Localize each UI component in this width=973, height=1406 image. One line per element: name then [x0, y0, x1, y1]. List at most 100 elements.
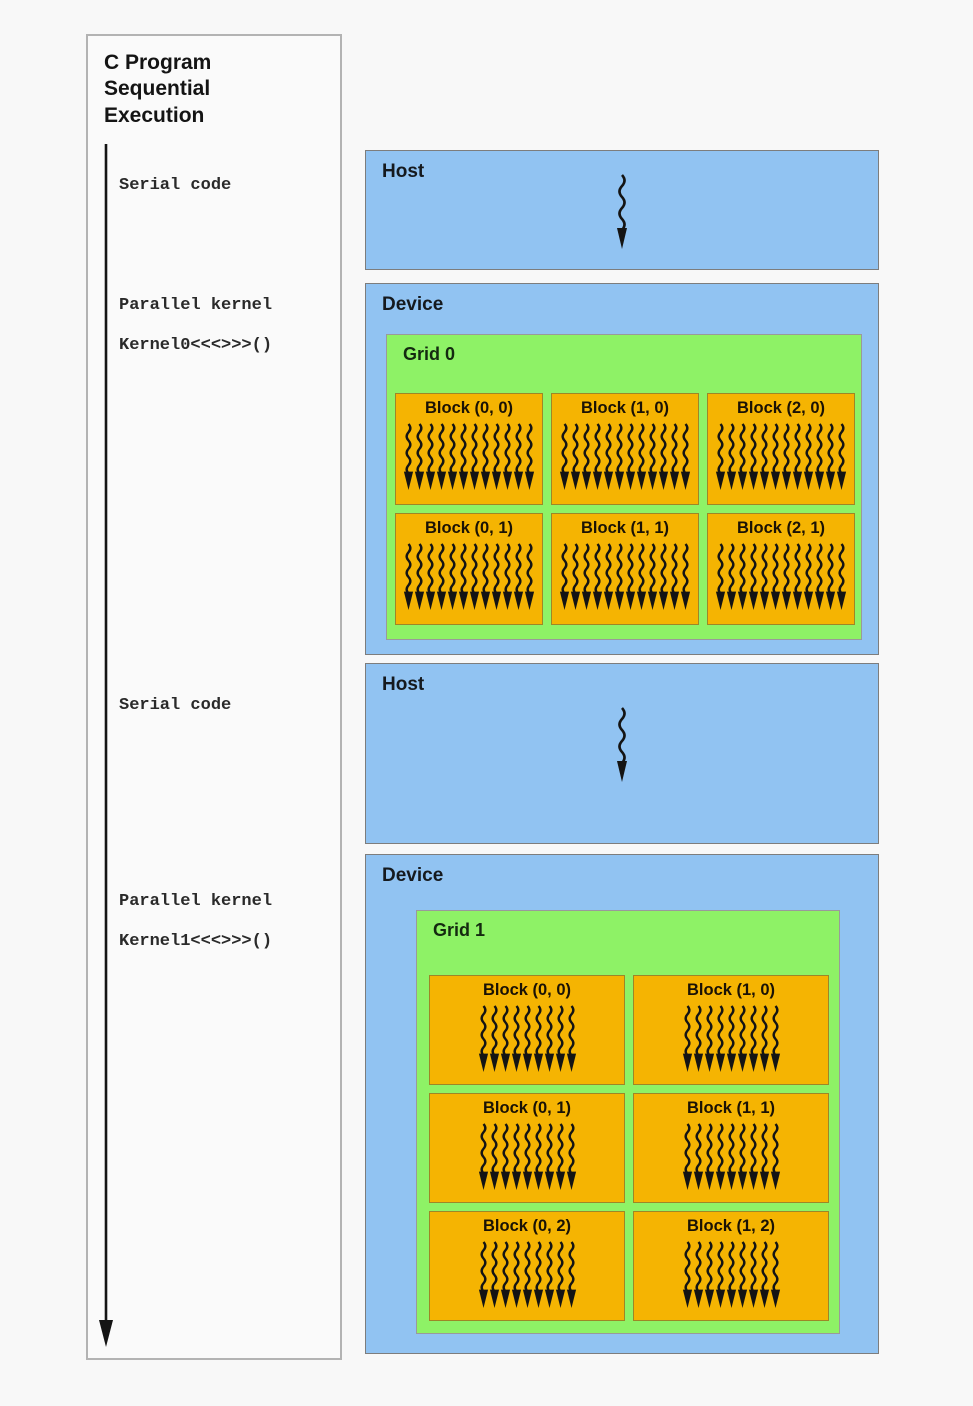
thread-squiggle-icon [703, 1004, 715, 1074]
thread-squiggle-icon [510, 1122, 522, 1192]
thread-squiggle-icon [647, 422, 658, 492]
thread-squiggle-icon [469, 422, 480, 492]
device-box-1: Device Grid 0 Block (0, 0) Block (1, 0) … [365, 283, 879, 655]
block-label: Block (0, 1) [482, 1099, 572, 1117]
block-label: Block (0, 2) [482, 1217, 572, 1235]
thread-squiggle-icon [825, 542, 836, 612]
thread-squiggle-icon [714, 1240, 726, 1310]
thread-squiggle-icon [747, 1004, 759, 1074]
thread-squiggle-icon [499, 1004, 511, 1074]
thread-squiggle-icon [565, 1122, 577, 1192]
thread-squiggle-icon [447, 422, 458, 492]
thread-squiggle-icon [692, 1004, 704, 1074]
thread-squiggle-icon [748, 542, 759, 612]
thread-block: Block (0, 0) [429, 975, 625, 1085]
thread-squiggle-icon [488, 1122, 500, 1192]
thread-squiggle-icon [759, 422, 770, 492]
thread-squiggle-icon [680, 542, 691, 612]
thread-squiggle-icon [814, 422, 825, 492]
thread-squiggle-icon [792, 542, 803, 612]
thread-squiggle-icon [510, 1004, 522, 1074]
thread-squiggles [396, 419, 542, 495]
thread-squiggle-icon [614, 542, 625, 612]
thread-squiggle-icon [769, 1240, 781, 1310]
thread-squiggle-icon [488, 1004, 500, 1074]
thread-squiggle-icon [403, 542, 414, 612]
annotation-serial-code-1: Serial code [119, 176, 232, 195]
block-label: Block (1, 0) [580, 399, 670, 417]
thread-squiggle-icon [747, 1122, 759, 1192]
thread-squiggle-icon [669, 542, 680, 612]
thread-squiggle-icon [692, 1122, 704, 1192]
thread-squiggle-icon [491, 422, 502, 492]
thread-squiggle-icon [703, 1122, 715, 1192]
thread-squiggle-icon [747, 1240, 759, 1310]
thread-squiggle-icon [603, 542, 614, 612]
grid-1-label: Grid 1 [433, 920, 486, 940]
thread-squiggle-icon [458, 542, 469, 612]
thread-squiggle-icon [581, 542, 592, 612]
thread-squiggle-icon [532, 1240, 544, 1310]
thread-squiggle-icon [554, 1004, 566, 1074]
thread-squiggle-icon [477, 1240, 489, 1310]
thread-squiggle-icon [736, 1240, 748, 1310]
host-flow-arrow-icon [615, 173, 629, 251]
thread-squiggle-icon [543, 1004, 555, 1074]
host-label: Host [382, 674, 425, 695]
thread-squiggle-icon [554, 1240, 566, 1310]
thread-squiggle-icon [625, 422, 636, 492]
thread-squiggle-icon [488, 1240, 500, 1310]
thread-squiggle-icon [480, 542, 491, 612]
thread-squiggle-icon [703, 1240, 715, 1310]
thread-squiggle-icon [543, 1240, 555, 1310]
thread-squiggle-icon [814, 542, 825, 612]
thread-squiggle-icon [510, 1240, 522, 1310]
thread-squiggle-icon [532, 1004, 544, 1074]
thread-squiggle-icon [736, 1004, 748, 1074]
thread-squiggle-icon [769, 1122, 781, 1192]
thread-block: Block (2, 0) [707, 393, 855, 505]
device-label: Device [382, 294, 444, 315]
block-label: Block (1, 2) [686, 1217, 776, 1235]
block-label: Block (1, 1) [580, 519, 670, 537]
thread-squiggle-icon [499, 1240, 511, 1310]
block-label: Block (1, 1) [686, 1099, 776, 1117]
thread-squiggle-icon [458, 422, 469, 492]
block-label: Block (2, 0) [736, 399, 826, 417]
thread-squiggle-icon [570, 422, 581, 492]
thread-squiggle-icon [725, 1122, 737, 1192]
thread-squiggle-icon [559, 542, 570, 612]
thread-squiggle-icon [725, 1004, 737, 1074]
thread-squiggle-icon [736, 1122, 748, 1192]
thread-squiggle-icon [559, 422, 570, 492]
block-label: Block (0, 1) [424, 519, 514, 537]
thread-squiggle-icon [758, 1004, 770, 1074]
thread-squiggle-icon [499, 1122, 511, 1192]
thread-squiggle-icon [692, 1240, 704, 1310]
annotation-parallel-kernel-2: Parallel kernel [119, 892, 273, 911]
thread-squiggle-icon [759, 542, 770, 612]
thread-squiggle-icon [737, 542, 748, 612]
thread-squiggle-icon [614, 422, 625, 492]
thread-squiggle-icon [581, 422, 592, 492]
thread-squiggle-icon [554, 1122, 566, 1192]
thread-squiggles [634, 1119, 828, 1195]
thread-squiggle-icon [658, 542, 669, 612]
annotation-kernel1-call: Kernel1<<<>>>() [119, 932, 273, 951]
thread-squiggle-icon [715, 422, 726, 492]
thread-squiggle-icon [803, 422, 814, 492]
thread-squiggle-icon [477, 1004, 489, 1074]
grid-0-box: Grid 0 Block (0, 0) Block (1, 0) Block (… [386, 334, 862, 640]
thread-squiggle-icon [636, 542, 647, 612]
thread-squiggle-icon [769, 1004, 781, 1074]
grid-0-blocks: Block (0, 0) Block (1, 0) Block (2, 0) B… [395, 393, 855, 625]
thread-squiggle-icon [436, 542, 447, 612]
thread-squiggle-icon [748, 422, 759, 492]
thread-squiggle-icon [565, 1240, 577, 1310]
grid-0-label: Grid 0 [403, 344, 456, 364]
host-box-1: Host [365, 150, 879, 270]
thread-squiggle-icon [647, 542, 658, 612]
thread-squiggle-icon [502, 542, 513, 612]
thread-block: Block (1, 2) [633, 1211, 829, 1321]
thread-squiggles [634, 1237, 828, 1313]
